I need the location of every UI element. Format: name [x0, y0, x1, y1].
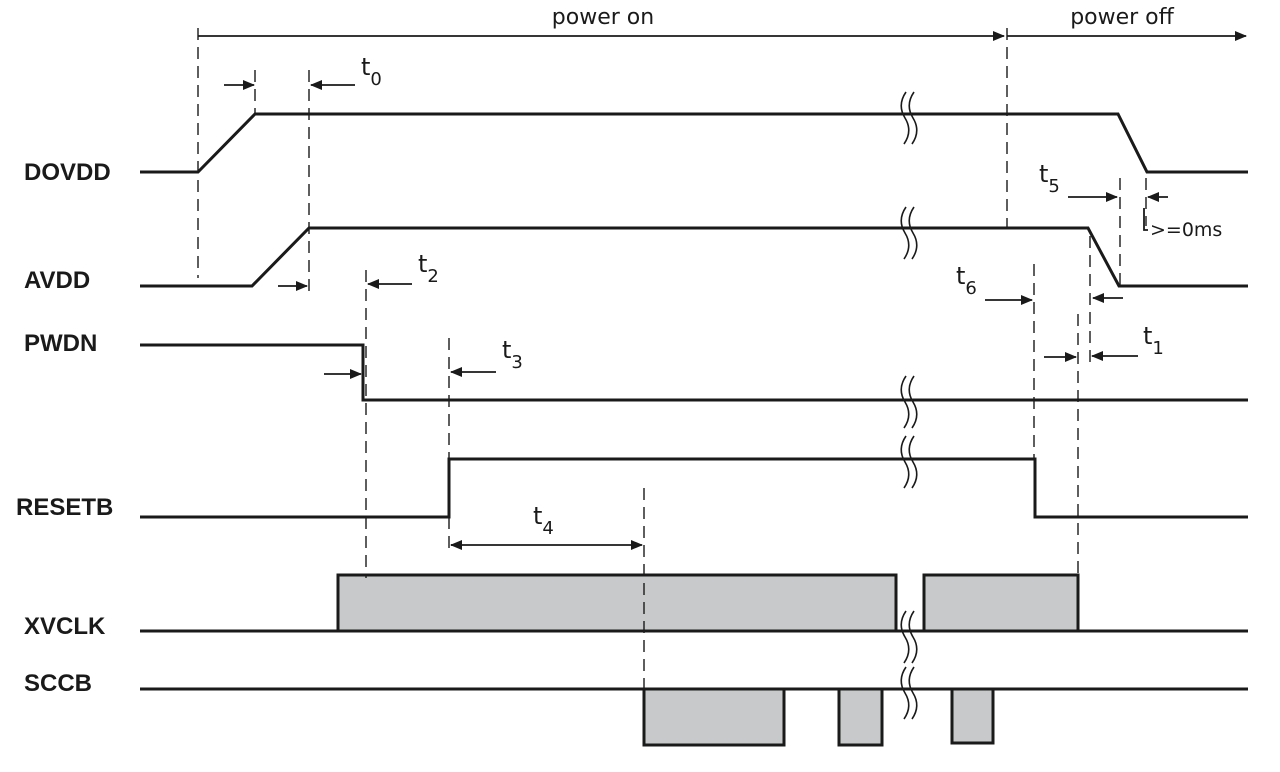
time-break-symbols [900, 91, 918, 720]
signal-labels: DOVDD AVDD PWDN RESETB XVCLK SCCB [16, 159, 113, 697]
pwdn-label: PWDN [24, 330, 97, 357]
waveforms [140, 112, 1248, 747]
avdd-label: AVDD [24, 267, 90, 294]
t3-label: t3 [502, 336, 523, 373]
sccb-transaction-3 [950, 687, 995, 745]
power-off-label: power off [1070, 5, 1174, 30]
break-dovdd-2 [908, 91, 918, 145]
dovdd-waveform [140, 112, 1248, 174]
resetb-waveform [140, 457, 1248, 519]
t2-label: t2 [418, 250, 439, 287]
t1-label: t1 [1143, 322, 1164, 359]
pwdn-waveform [140, 343, 1248, 402]
sccb-transaction-2 [837, 687, 884, 747]
break-pwdn [900, 375, 910, 429]
t4-label: t4 [533, 502, 554, 539]
t0-label: t0 [361, 53, 382, 90]
reference-lines [254, 70, 1147, 700]
xvclk-active-block-2 [922, 573, 1080, 633]
break-xvclk-2 [908, 610, 918, 664]
break-sccb-2 [908, 666, 918, 720]
xvclk-active-block-1 [336, 573, 898, 633]
timing-labels: t0 t2 t3 t4 t5 t6 t1 >=0ms [361, 53, 1222, 539]
sccb-label: SCCB [24, 670, 92, 697]
avdd-waveform [140, 226, 1248, 288]
break-dovdd [900, 91, 910, 145]
power-on-label: power on [552, 5, 654, 30]
resetb-label: RESETB [16, 494, 113, 521]
min-delay-bracket [1143, 208, 1148, 231]
break-pwdn-2 [908, 375, 918, 429]
dovdd-label: DOVDD [24, 159, 111, 186]
xvclk-label: XVCLK [24, 613, 106, 640]
break-avdd [900, 206, 910, 260]
break-resetb [900, 435, 910, 489]
timing-arrows [224, 80, 1168, 550]
t5-label: t5 [1039, 160, 1060, 197]
break-sccb [900, 666, 910, 720]
break-avdd-2 [908, 206, 918, 260]
t6-label: t6 [956, 262, 977, 299]
break-resetb-2 [908, 435, 918, 489]
phase-header: power on power off [197, 5, 1247, 278]
break-xvclk [900, 610, 910, 664]
min-delay-label: >=0ms [1150, 219, 1222, 241]
sccb-transaction-1 [642, 687, 786, 747]
